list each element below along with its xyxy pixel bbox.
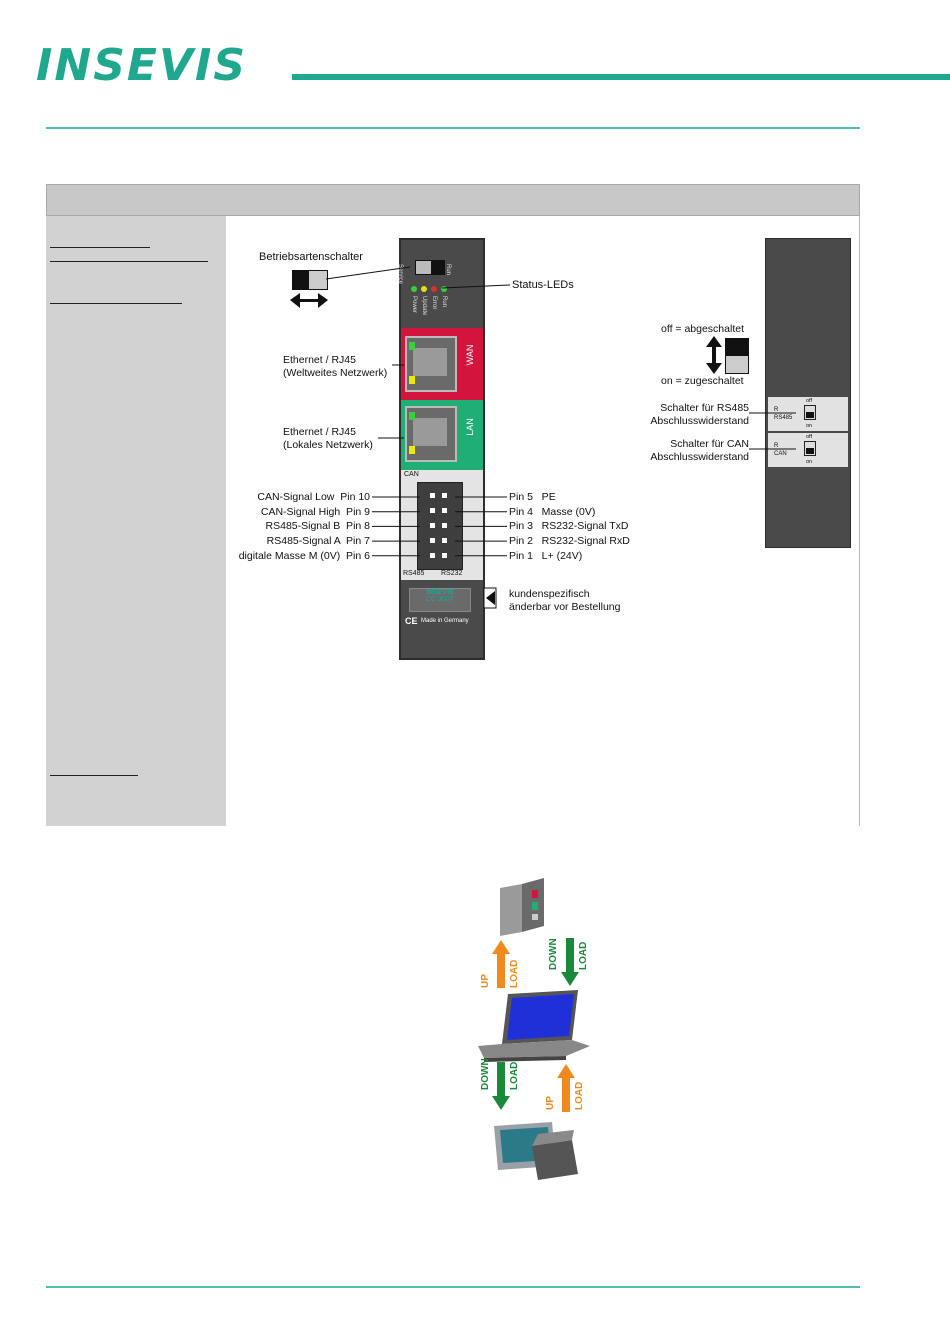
laptop-icon <box>478 990 590 1062</box>
connector-pin <box>442 538 447 543</box>
connector-pin <box>430 493 435 498</box>
upload-arrow-icon <box>492 940 510 988</box>
ce-mark: CE <box>405 616 418 626</box>
rs485-switch-label: Schalter für RS485 Abschlusswiderstand <box>650 402 749 427</box>
pin-label-right: Pin 3 RS232-Signal TxD <box>509 520 629 533</box>
connector-pin <box>442 553 447 558</box>
wan-section: WAN <box>401 328 483 400</box>
custom-plate-label: kundenspezifisch änderbar vor Bestellung <box>509 588 621 613</box>
pin-label-left: CAN-Signal Low Pin 10 <box>257 491 370 503</box>
rs485-side-text: RS485 <box>774 415 793 421</box>
panel-header <box>46 184 860 216</box>
status-led-run <box>441 286 447 292</box>
sidebar-heading-underline <box>50 247 150 248</box>
top-divider <box>46 127 860 129</box>
made-in-germany-text: Made in Germany <box>421 618 469 624</box>
connector-pin <box>430 523 435 528</box>
insevis-logo: INSEVIS <box>36 40 248 91</box>
pin-label-left: CAN-Signal High Pin 9 <box>260 505 370 518</box>
wan-label: Ethernet / RJ45 (Weltweites Netzwerk) <box>283 354 388 379</box>
double-horizontal-arrow-icon <box>290 293 328 308</box>
connector-pin <box>430 538 435 543</box>
status-led-update <box>421 286 427 292</box>
status-leds-label: Status-LEDs <box>512 279 574 291</box>
pin-label-right: Pin 2 RS232-Signal RxD <box>509 535 630 548</box>
connector-pin <box>430 508 435 513</box>
load-text: LOAD <box>574 1081 585 1110</box>
lan-rj45-port <box>405 406 457 462</box>
sidebar <box>46 216 226 826</box>
download-arrow-icon <box>561 938 579 986</box>
can-on-text: on <box>806 459 813 465</box>
rs485-off-text: off <box>806 398 813 404</box>
pin-label-left: RS485-Signal A Pin 7 <box>266 535 370 548</box>
mode-switch <box>415 260 445 275</box>
rs485-on-text: on <box>806 423 813 429</box>
header-accent-bar <box>292 74 950 80</box>
down-text: DOWN <box>548 938 559 970</box>
up-text: UP <box>480 974 491 988</box>
connector-pin <box>430 553 435 558</box>
callout-lines <box>290 266 796 609</box>
load-text: LOAD <box>509 1061 520 1090</box>
pin-label-left: digitale Masse M (0V) Pin 6 <box>238 549 370 562</box>
double-vertical-arrow-icon <box>706 336 722 374</box>
rs232-text: RS232 <box>441 570 463 577</box>
off-label: off = abgeschaltet <box>661 323 744 335</box>
status-led-error <box>431 286 437 292</box>
sidebar-heading-underline <box>50 261 208 262</box>
can-side-text: CAN <box>774 451 787 457</box>
pin-label-right: Pin 4 Masse (0V) <box>509 505 596 518</box>
lan-label: Ethernet / RJ45 (Lokales Netzwerk) <box>283 426 373 451</box>
io-module-icon <box>532 1130 578 1180</box>
can-r-text: R <box>774 443 779 449</box>
can-switch-label: Schalter für CAN Abschlusswiderstand <box>650 438 749 463</box>
pin-label-left: RS485-Signal B Pin 8 <box>265 520 370 533</box>
upload-arrow-icon <box>557 1064 575 1112</box>
status-led-power <box>411 286 417 292</box>
bottom-divider <box>46 1286 860 1288</box>
controller-icon <box>500 878 544 936</box>
sidebar-heading-underline <box>50 303 182 304</box>
can-switch-panel: off R CAN on <box>768 433 848 467</box>
transfer-diagram <box>478 878 590 1180</box>
mode-switch-label: Betriebsartenschalter <box>259 251 363 263</box>
download-arrow-icon <box>492 1062 510 1110</box>
connector-pin <box>442 508 447 513</box>
controller-side-view: off R RS485 on off R CAN on <box>765 238 851 548</box>
can-header-text: CAN <box>404 471 419 478</box>
sidebar-heading-underline <box>50 775 138 776</box>
can-off-text: off <box>806 434 813 440</box>
down-text: DOWN <box>480 1058 491 1090</box>
can-termination-switch <box>804 441 816 456</box>
wan-rj45-port <box>405 336 457 392</box>
pin-label-right: Pin 1 L+ (24V) <box>509 549 583 562</box>
connector-pin <box>442 523 447 528</box>
model-plate: INSEVIS CC 300T <box>409 588 471 612</box>
rs485-r-text: R <box>774 407 779 413</box>
on-label: on = zugeschaltet <box>661 375 744 387</box>
switch-legend-illustration <box>725 338 749 374</box>
lan-section: LAN <box>401 400 483 470</box>
load-text: LOAD <box>578 941 589 970</box>
pin-label-right: Pin 5 PE <box>509 491 556 503</box>
connector-pin <box>442 493 447 498</box>
arrow-left-icon <box>483 587 497 609</box>
content-area <box>226 216 860 826</box>
load-text: LOAD <box>509 959 520 988</box>
rs485-switch-panel: off R RS485 on <box>768 397 848 431</box>
up-text: UP <box>545 1096 556 1110</box>
rs485-text: RS485 <box>403 570 425 577</box>
rs485-termination-switch <box>804 405 816 420</box>
mode-switch-illustration <box>292 270 328 290</box>
